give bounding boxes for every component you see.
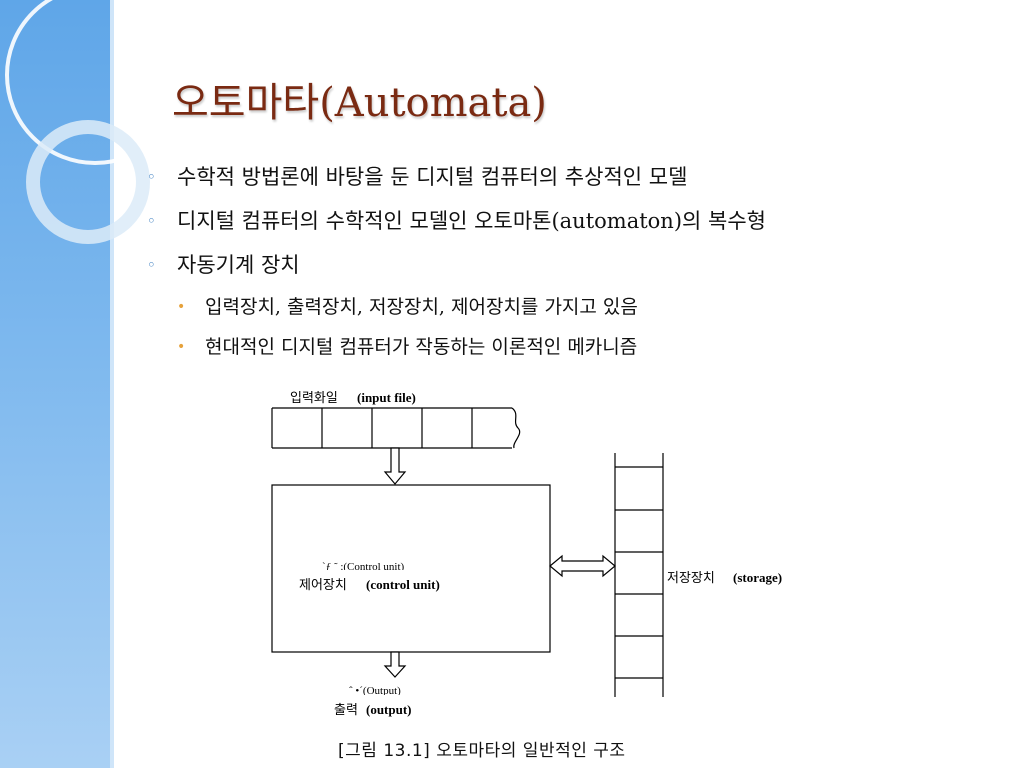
control-label-ko: 제어장치 <box>299 578 347 593</box>
storage-stack <box>614 453 664 697</box>
bullet-item: ◦ 디지털 컴퓨터의 수학적인 모델인 오토마톤(automaton)의 복수형 <box>145 199 766 243</box>
control-label-en: (control unit) <box>366 577 440 592</box>
bullet-marker: ◦ <box>147 212 156 230</box>
decor-circle-ring <box>26 120 150 244</box>
input-tape <box>271 407 521 449</box>
label-mask <box>665 564 800 586</box>
input-label-ko: 입력화일 <box>290 391 338 406</box>
output-label-en: (output) <box>366 702 412 717</box>
output-arrow <box>383 651 407 678</box>
bullet-text: 자동기계 장치 <box>177 253 300 277</box>
bullet-text: 수학적 방법론에 바탕을 둔 디지털 컴퓨터의 추상적인 모델 <box>177 165 688 189</box>
label-mask <box>296 570 476 590</box>
sidebar-edge <box>110 0 114 768</box>
bullet-list: ◦ 수학적 방법론에 바탕을 둔 디지털 컴퓨터의 추상적인 모델 ◦ 디지털 … <box>145 155 766 367</box>
bullet-marker: ◦ <box>147 168 156 186</box>
sub-bullet-item: • 현대적인 디지털 컴퓨터가 작동하는 이론적인 메카니즘 <box>145 327 766 367</box>
sub-bullet-item: • 입력장치, 출력장치, 저장장치, 제어장치를 가지고 있음 <box>145 287 766 327</box>
bullet-text: 디지털 컴퓨터의 수학적인 모델인 오토마톤(automaton)의 복수형 <box>177 209 766 233</box>
storage-label-en: (storage) <box>733 570 782 585</box>
sub-bullet-text: 현대적인 디지털 컴퓨터가 작동하는 이론적인 메카니즘 <box>205 336 638 358</box>
decorative-circles <box>5 0 185 244</box>
control-storage-arrow <box>549 554 616 578</box>
input-arrow <box>383 447 407 485</box>
slide-title: 오토마타(Automata) <box>172 80 547 126</box>
decor-circle-large <box>5 0 185 165</box>
figure-caption: [그림 13.1] 오토마타의 일반적인 구조 <box>338 741 626 761</box>
output-label-ko: 출력 <box>334 703 358 718</box>
bullet-marker: ◦ <box>147 256 156 274</box>
sub-bullet-marker: • <box>177 339 186 355</box>
sub-bullet-text: 입력장치, 출력장치, 저장장치, 제어장치를 가지고 있음 <box>205 296 638 318</box>
control-unit-box <box>271 484 551 653</box>
bullet-item: ◦ 수학적 방법론에 바탕을 둔 디지털 컴퓨터의 추상적인 모델 <box>145 155 766 199</box>
sub-bullet-marker: • <box>177 299 186 315</box>
storage-label-ko: 저장장치 <box>667 571 715 586</box>
output-garbled-label: ˆ •´(Output) <box>349 685 401 697</box>
input-label-en: (input file) <box>357 390 416 405</box>
label-mask <box>330 695 430 717</box>
bullet-item: ◦ 자동기계 장치 <box>145 243 766 287</box>
